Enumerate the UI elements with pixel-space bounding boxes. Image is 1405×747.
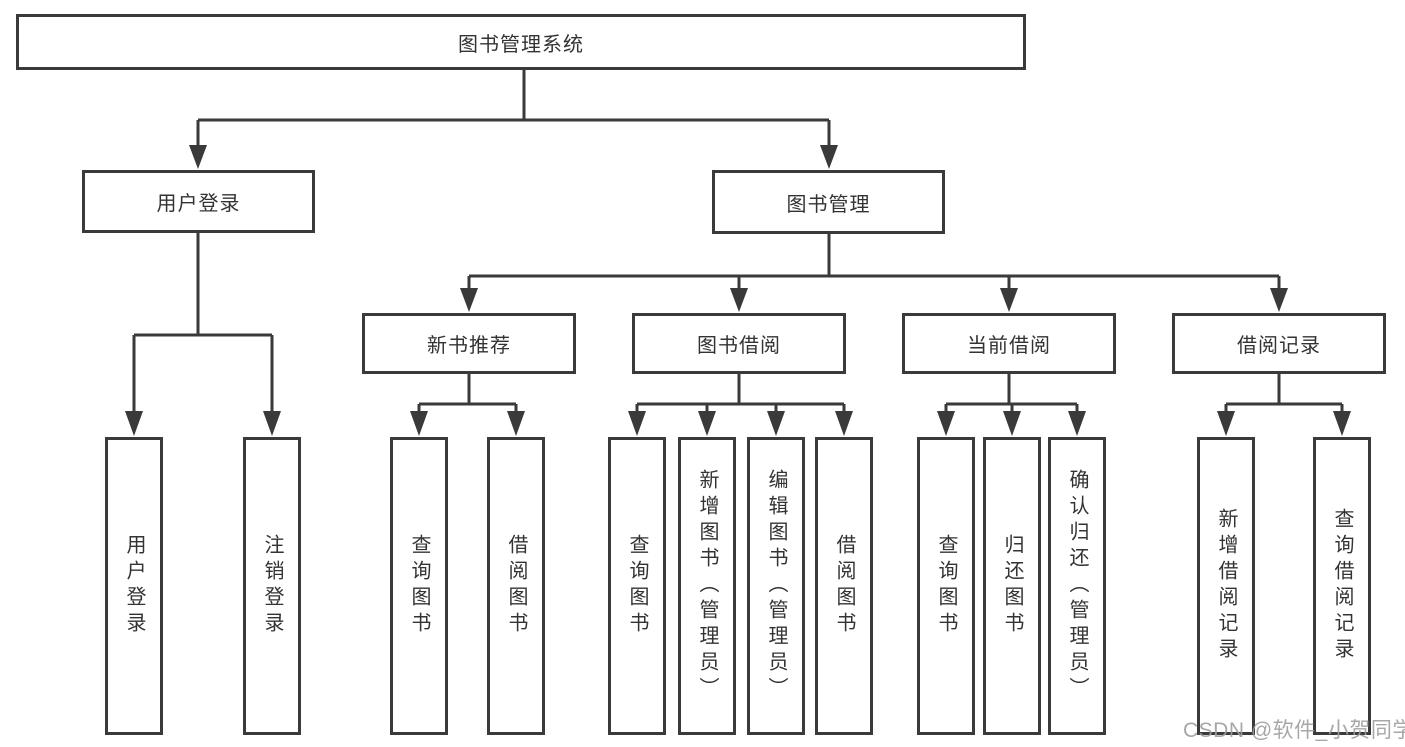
leaf-query-books-under-book-borrow: 查询图书: [608, 437, 666, 735]
leaf-return-book-label: 归还图书: [1001, 534, 1023, 638]
connector-book-management-children: [460, 234, 1288, 312]
leaf-add-book-admin: 新增图书（管理员）: [678, 437, 736, 735]
connector-new-book-children: [410, 374, 525, 436]
leaf-logout: 注销登录: [243, 437, 301, 735]
leaf-query-books-under-new-book: 查询图书: [390, 437, 448, 735]
node-user-login-label: 用户登录: [156, 193, 241, 215]
node-current-borrow: 当前借阅: [902, 313, 1116, 374]
leaf-confirm-return-admin: 确认归还（管理员）: [1048, 437, 1106, 735]
leaf-borrow-books-label: 借阅图书: [833, 534, 855, 638]
connector-borrow-records-children: [1217, 374, 1351, 436]
connector-user-login-children: [125, 233, 281, 436]
leaf-add-book-admin-label: 新增图书（管理员）: [696, 469, 718, 703]
leaf-query-borrow-record-label: 查询借阅记录: [1331, 508, 1353, 664]
leaf-borrow-books-under-new-book: 借阅图书: [487, 437, 545, 735]
leaf-return-book: 归还图书: [983, 437, 1041, 735]
leaf-query-books-label: 查询图书: [626, 534, 648, 638]
node-book-management-label: 图书管理: [786, 193, 871, 216]
leaf-borrow-books-under-book-borrow: 借阅图书: [815, 437, 873, 735]
leaf-query-books-label: 查询图书: [408, 534, 430, 638]
leaf-logout-label: 注销登录: [261, 534, 283, 638]
leaf-user-login-label: 用户登录: [123, 534, 145, 638]
leaf-borrow-books-label: 借阅图书: [505, 534, 527, 638]
leaf-user-login: 用户登录: [105, 437, 163, 735]
node-new-book-recommend-label: 新书推荐: [427, 335, 511, 357]
leaf-add-borrow-record-label: 新增借阅记录: [1215, 508, 1237, 664]
node-root-label: 图书管理系统: [458, 33, 584, 56]
connector-root-to-level2: [189, 70, 838, 169]
leaf-query-books-under-current-borrow: 查询图书: [917, 437, 975, 735]
node-user-login: 用户登录: [82, 170, 315, 233]
node-book-borrow-label: 图书借阅: [697, 335, 781, 357]
node-book-management: 图书管理: [712, 170, 945, 234]
leaf-query-books-label: 查询图书: [935, 534, 957, 638]
leaf-query-borrow-record: 查询借阅记录: [1313, 437, 1371, 735]
leaf-edit-book-admin-label: 编辑图书（管理员）: [765, 469, 787, 703]
csdn-watermark: CSDN @软件_小贺同学: [1183, 719, 1405, 742]
connector-book-borrow-children: [628, 374, 853, 436]
node-current-borrow-label: 当前借阅: [967, 335, 1051, 357]
node-book-borrow: 图书借阅: [632, 313, 846, 374]
node-root: 图书管理系统: [16, 14, 1026, 70]
leaf-add-borrow-record: 新增借阅记录: [1197, 437, 1255, 735]
leaf-confirm-return-admin-label: 确认归还（管理员）: [1066, 469, 1088, 703]
leaf-edit-book-admin: 编辑图书（管理员）: [747, 437, 805, 735]
node-borrow-records: 借阅记录: [1172, 313, 1386, 374]
node-borrow-records-label: 借阅记录: [1237, 335, 1321, 357]
node-new-book-recommend: 新书推荐: [362, 313, 576, 374]
connector-current-borrow-children: [937, 374, 1086, 436]
